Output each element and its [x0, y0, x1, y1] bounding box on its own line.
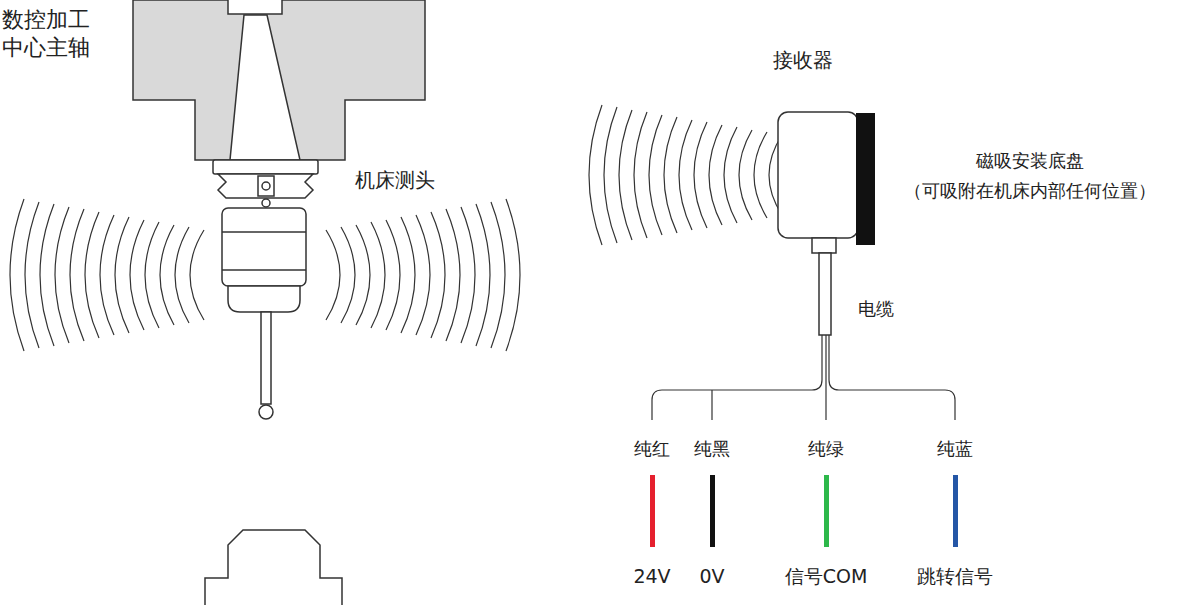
base-label: 磁吸安装底盘: [976, 150, 1084, 173]
probe-label: 机床测头: [355, 168, 435, 193]
green-wire: [824, 475, 829, 547]
cable-gland: [812, 238, 836, 253]
wire-color: 纯绿: [808, 438, 844, 461]
wire-color: 纯红: [634, 438, 670, 461]
red-wire: [650, 475, 655, 547]
receiver-waves: [589, 105, 782, 245]
black-wire: [710, 475, 715, 547]
signal-waves: [10, 199, 520, 351]
spindle-label: 数控加工 中心主轴: [2, 6, 94, 62]
signal-name: 跳转信号: [917, 565, 993, 589]
wire-split: [652, 335, 955, 420]
magnetic-base: [856, 113, 875, 245]
wire-color: 纯蓝: [937, 438, 973, 461]
spindle-housing: [133, 0, 425, 160]
receiver-body: [778, 112, 858, 238]
wire-color: 纯黑: [694, 438, 730, 461]
probe: [213, 160, 318, 419]
cable: [819, 253, 831, 335]
cable-label: 电缆: [858, 298, 894, 321]
base-note: （可吸附在机床内部任何位置）: [904, 180, 1156, 203]
workpiece: [205, 530, 342, 605]
signal-name: 信号COM: [785, 565, 868, 589]
receiver-label: 接收器: [773, 48, 833, 73]
signal-name: 24V: [633, 565, 670, 589]
blue-wire: [953, 475, 958, 547]
signal-name: 0V: [699, 565, 724, 589]
tool-taper: [230, 15, 300, 160]
